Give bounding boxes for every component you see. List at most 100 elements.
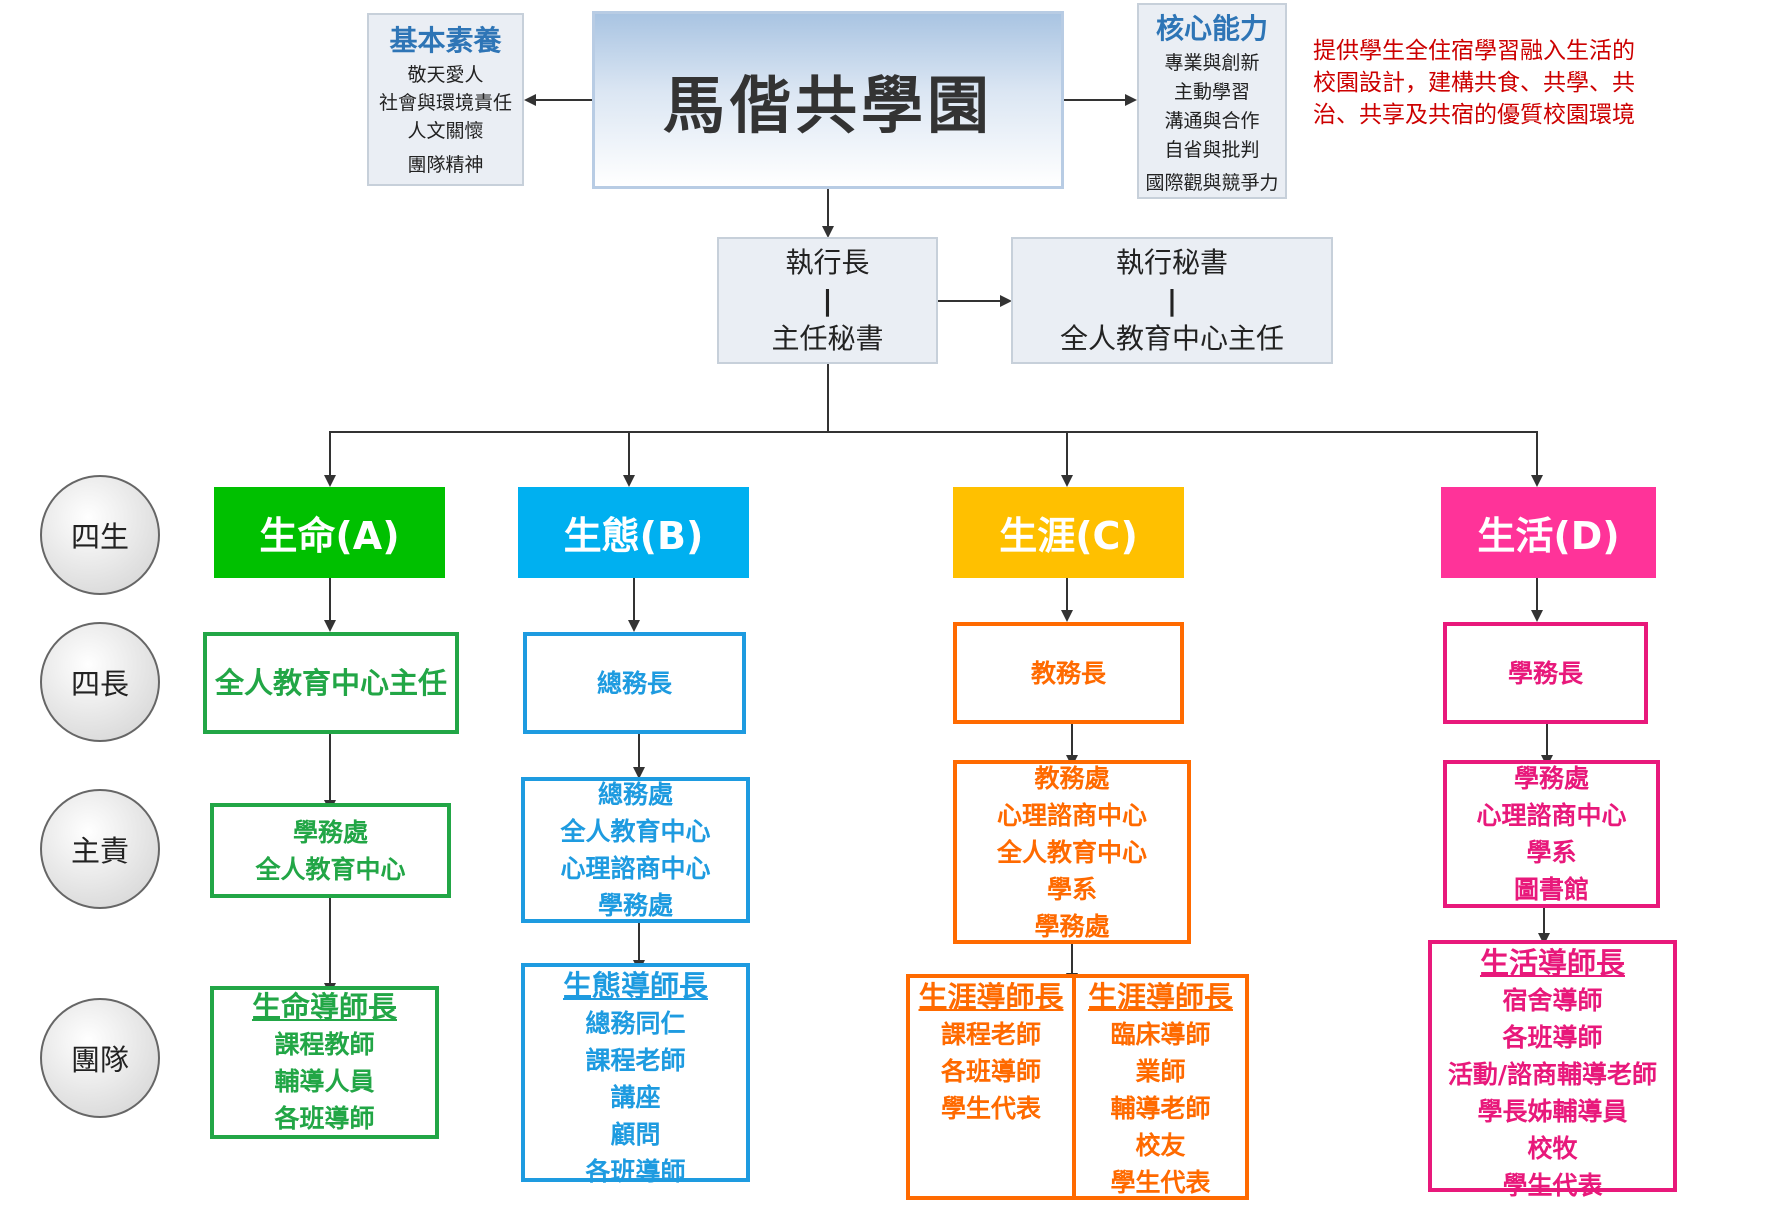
chief-career: 教務長: [953, 622, 1184, 724]
basic-literacy-title: 基本素養: [389, 24, 502, 57]
team-item: 各班導師: [1502, 1023, 1603, 1052]
chief-life: 全人教育中心主任: [203, 632, 459, 734]
core-competency-box: 核心能力 專業與創新 主動學習 溝通與合作 自省與批判 國際觀與競爭力: [1137, 3, 1287, 199]
arrow-right-icon: [1000, 295, 1012, 307]
chief-ecology-label: 總務長: [596, 668, 672, 698]
chief-life-label: 全人教育中心主任: [214, 665, 447, 700]
unit-item: 學系: [1046, 874, 1097, 904]
arrow-down-icon: [822, 226, 834, 238]
arrow-down-icon: [633, 767, 645, 779]
unit-item: 學務處: [1513, 764, 1589, 793]
units-career: 教務處 心理諮商中心 全人教育中心 學系 學務處: [953, 760, 1191, 944]
ceo-box: 執行長 | 主任秘書: [717, 237, 938, 364]
units-ecology: 總務處 全人教育中心 心理諮商中心 學務處: [521, 777, 750, 923]
team-life: 生命導師長 課程教師 輔導人員 各班導師: [210, 986, 439, 1139]
team-item: 輔導老師: [1110, 1094, 1211, 1123]
team-item: 課程教師: [274, 1030, 375, 1059]
units-life: 學務處 全人教育中心: [210, 803, 451, 898]
arrow-down-icon: [324, 620, 336, 632]
unit-item: 總務處: [597, 780, 673, 809]
executive-secretary-box: 執行秘書 | 全人教育中心主任: [1011, 237, 1333, 364]
units-living: 學務處 心理諮商中心 學系 圖書館: [1443, 760, 1660, 908]
chief-living-label: 學務長: [1507, 658, 1583, 688]
unit-item: 學務處: [597, 891, 673, 920]
team-item: 宿舍導師: [1502, 986, 1603, 1015]
unit-item: 心理諮商中心: [996, 800, 1147, 830]
unit-item: 心理諮商中心: [1476, 801, 1627, 830]
header-life: 生命(A): [214, 487, 445, 578]
team-title: 生態導師長: [562, 969, 708, 1003]
team-item: 校牧: [1527, 1134, 1578, 1163]
team-item: 輔導人員: [274, 1067, 375, 1096]
center-title: 馬偕共學園: [662, 69, 993, 142]
team-item: 業師: [1135, 1057, 1186, 1086]
basic-item: 人文關懷: [407, 120, 484, 142]
arrow-down-icon: [1531, 610, 1543, 622]
team-item: 學生代表: [1110, 1168, 1211, 1197]
ceo-title: 執行長: [785, 245, 870, 279]
team-item: 活動/諮商輔導老師: [1447, 1060, 1658, 1089]
team-item: 學長姊輔導員: [1477, 1097, 1628, 1126]
arrow-down-icon: [1061, 610, 1073, 622]
team-title: 生命導師長: [251, 990, 397, 1024]
team-item: 各班導師: [585, 1157, 686, 1186]
unit-item: 圖書館: [1513, 875, 1589, 904]
arrow-down-icon: [623, 475, 635, 487]
core-item: 自省與批判: [1164, 139, 1260, 161]
row-label-team: 團隊: [40, 998, 160, 1118]
arrow-down-icon: [324, 475, 336, 487]
header-ecology: 生態(B): [518, 487, 749, 578]
basic-item: 團隊精神: [407, 154, 484, 176]
core-item: 國際觀與競爭力: [1145, 172, 1279, 194]
unit-item: 教務處: [1034, 763, 1110, 793]
chief-career-label: 教務長: [1030, 658, 1106, 688]
unit-item: 全人教育中心: [996, 837, 1147, 867]
unit-item: 學務處: [1034, 911, 1110, 941]
executive-secretary-separator: |: [1166, 283, 1178, 317]
team-item: 學生代表: [1502, 1171, 1603, 1200]
core-competency-title: 核心能力: [1155, 12, 1268, 45]
basic-item: 社會與環境責任: [378, 92, 512, 114]
team-item: 講座: [610, 1083, 661, 1112]
team-item: 學生代表: [940, 1094, 1041, 1123]
basic-literacy-box: 基本素養 敬天愛人 社會與環境責任 人文關懷 團隊精神: [367, 13, 524, 186]
core-item: 主動學習: [1173, 81, 1250, 103]
team-career-right: 生涯導師長 臨床導師 業師 輔導老師 校友 學生代表: [1072, 974, 1249, 1200]
core-item: 專業與創新: [1164, 52, 1260, 74]
team-item: 臨床導師: [1110, 1020, 1211, 1049]
team-title: 生涯導師長: [1087, 980, 1233, 1014]
team-item: 總務同仁: [585, 1009, 686, 1038]
team-title: 生涯導師長: [918, 980, 1064, 1014]
chief-living: 學務長: [1443, 622, 1648, 724]
arrow-down-icon: [628, 620, 640, 632]
basic-item: 敬天愛人: [407, 64, 484, 86]
arrow-down-icon: [1061, 475, 1073, 487]
unit-item: 全人教育中心: [255, 854, 406, 884]
header-living: 生活(D): [1441, 487, 1656, 578]
team-item: 課程老師: [585, 1046, 686, 1075]
chief-ecology: 總務長: [523, 632, 746, 734]
executive-secretary-title: 執行秘書: [1115, 245, 1228, 279]
unit-item: 全人教育中心: [560, 817, 711, 846]
team-item: 課程老師: [940, 1020, 1041, 1049]
ceo-separator: |: [822, 283, 833, 317]
arrow-down-icon: [1531, 475, 1543, 487]
arrow-left-icon: [524, 94, 536, 106]
center-title-box: 馬偕共學園: [592, 11, 1064, 189]
row-label-four-heads: 四長: [40, 622, 160, 742]
team-item: 各班導師: [940, 1057, 1041, 1086]
team-item: 校友: [1135, 1131, 1186, 1160]
unit-item: 學系: [1526, 838, 1577, 867]
team-living: 生活導師長 宿舍導師 各班導師 活動/諮商輔導老師 學長姊輔導員 校牧 學生代表: [1428, 940, 1677, 1200]
row-label-responsible: 主責: [40, 789, 160, 909]
core-item: 溝通與合作: [1164, 110, 1260, 132]
holistic-center-director-title: 全人教育中心主任: [1059, 321, 1284, 355]
mission-note: 提供學生全住宿學習融入生活的校園設計，建構共食、共學、共治、共享及共宿的優質校園…: [1313, 38, 1635, 128]
header-career: 生涯(C): [953, 487, 1184, 578]
team-title: 生活導師長: [1479, 946, 1625, 980]
team-item: 各班導師: [274, 1104, 375, 1133]
unit-item: 學務處: [292, 817, 368, 847]
arrow-right-icon: [1125, 94, 1137, 106]
row-label-four-lives: 四生: [40, 475, 160, 595]
team-career-left: 生涯導師長 課程老師 各班導師 學生代表: [906, 974, 1076, 1200]
